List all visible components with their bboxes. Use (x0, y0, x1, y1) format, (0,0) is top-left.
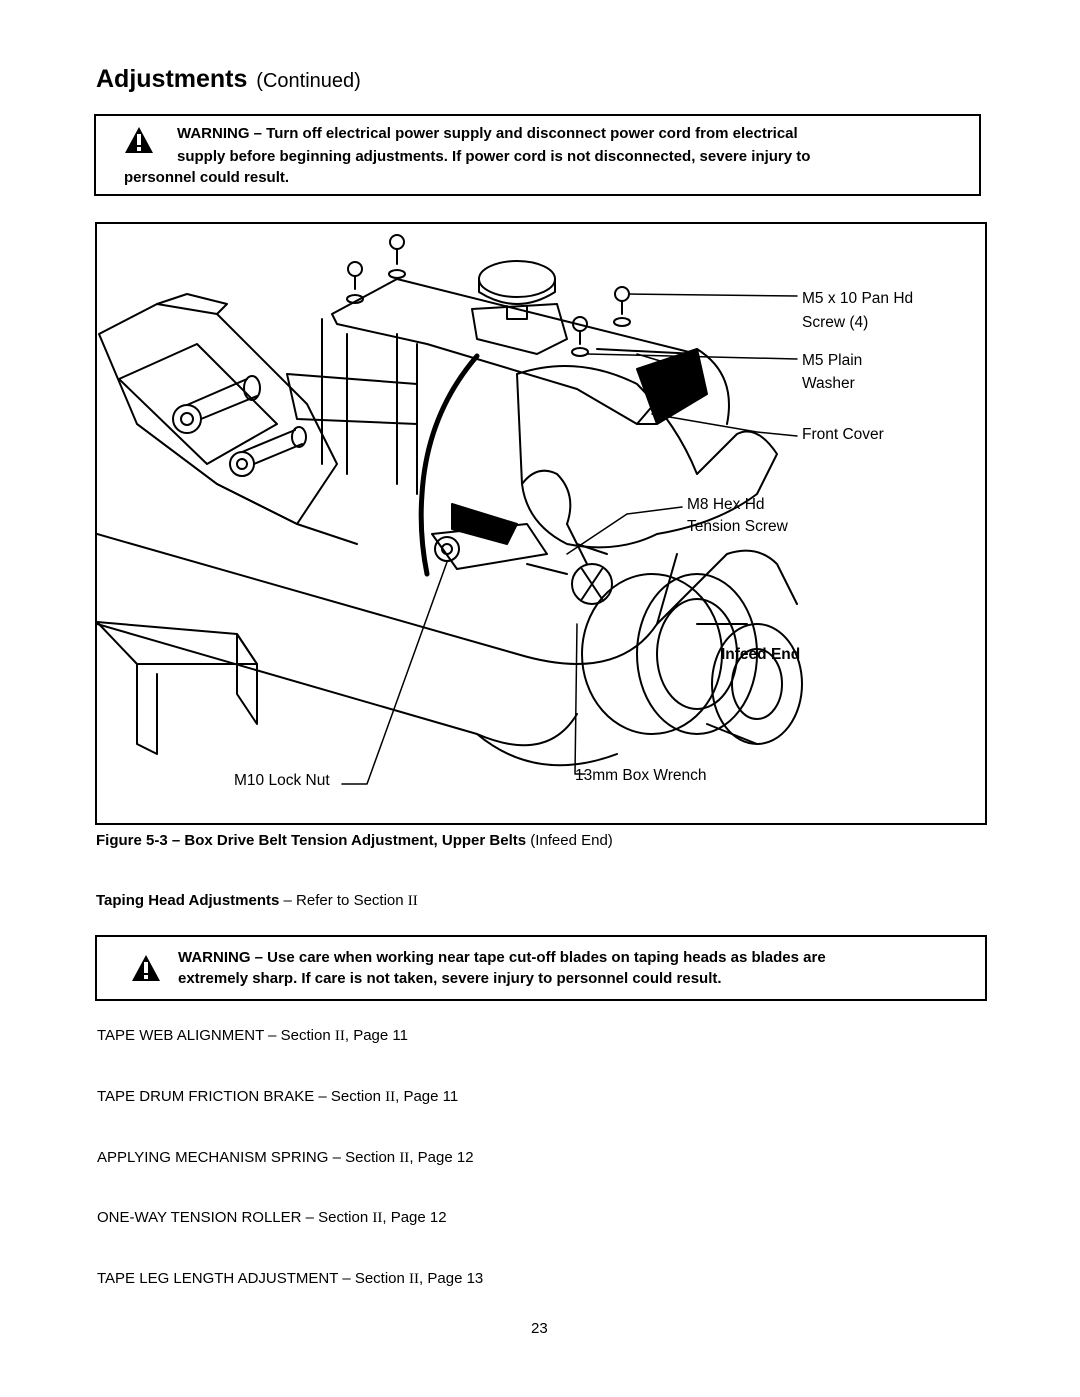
callout-front-cover: Front Cover (802, 426, 884, 443)
warning-2-line-1: WARNING – Use care when working near tap… (178, 949, 826, 966)
warning-box-power: WARNING – Turn off electrical power supp… (94, 114, 981, 196)
reference-item: TAPE WEB ALIGNMENT – Section II, Page 11 (97, 1027, 408, 1045)
reference-label: ONE-WAY TENSION ROLLER – Section (97, 1209, 369, 1226)
reference-item: TAPE LEG LENGTH ADJUSTMENT – Section II,… (97, 1270, 483, 1288)
callout-plain-washer-2: Washer (802, 375, 855, 392)
reference-page: , Page 13 (419, 1270, 484, 1287)
figure-caption: Figure 5-3 – Box Drive Belt Tension Adju… (96, 832, 613, 849)
warning-triangle-icon (125, 127, 153, 153)
reference-item: TAPE DRUM FRICTION BRAKE – Section II, P… (97, 1088, 458, 1106)
drive-belt (97, 533, 798, 767)
callout-box-wrench: 13mm Box Wrench (575, 767, 707, 784)
reference-page: , Page 11 (395, 1088, 459, 1105)
callout-pan-hd-screw-qty: Screw (4) (802, 314, 869, 331)
reference-page: , Page 12 (382, 1209, 447, 1226)
reference-label: TAPE LEG LENGTH ADJUSTMENT – Section (97, 1270, 405, 1287)
reference-roman: II (385, 1089, 396, 1105)
hand-with-wrench (516, 365, 778, 565)
front-cover-plate (331, 278, 698, 425)
warning-triangle-icon (132, 955, 160, 981)
reference-label: TAPE DRUM FRICTION BRAKE – Section (97, 1088, 381, 1105)
reference-roman: II (399, 1150, 410, 1166)
caption-normal: (Infeed End) (530, 832, 613, 849)
reference-page: , Page 11 (344, 1027, 408, 1044)
reference-page: , Page 12 (409, 1149, 474, 1166)
callout-infeed-end: Infeed End (721, 646, 801, 663)
callout-tension-screw: Tension Screw (687, 518, 788, 535)
warning-1-line-3: personnel could result. (124, 169, 290, 186)
taping-head-heading: Taping Head Adjustments – Refer to Secti… (96, 892, 418, 910)
reference-label: TAPE WEB ALIGNMENT – Section (97, 1027, 331, 1044)
reference-label: APPLYING MECHANISM SPRING – Section (97, 1149, 396, 1166)
reference-roman: II (334, 1028, 345, 1044)
callout-hex-hd: M8 Hex Hd (687, 496, 765, 513)
reference-item: ONE-WAY TENSION ROLLER – Section II, Pag… (97, 1209, 447, 1227)
title-sub: (Continued) (256, 70, 361, 92)
callout-pan-hd-screw: M5 x 10 Pan Hd (802, 290, 914, 307)
reference-item: APPLYING MECHANISM SPRING – Section II, … (97, 1149, 474, 1167)
warning-2-line-2: extremely sharp. If care is not taken, s… (178, 970, 722, 987)
warning-1-line-1: WARNING – Turn off electrical power supp… (177, 125, 798, 142)
infeed-roller (696, 623, 803, 745)
idle-rollers (172, 375, 307, 477)
reference-roman: II (409, 1271, 420, 1287)
title-main: Adjustments (96, 65, 248, 93)
reference-roman: II (372, 1210, 383, 1226)
conveyor-illustration (97, 234, 803, 785)
page-number: 23 (531, 1320, 548, 1337)
caption-bold: Figure 5-3 – Box Drive Belt Tension Adju… (96, 832, 527, 849)
callout-lock-nut: M10 Lock Nut (234, 772, 330, 789)
page-title: Adjustments (Continued) (96, 58, 361, 95)
warning-1-line-2: supply before beginning adjustments. If … (177, 148, 811, 165)
pan-head-screws (346, 234, 631, 357)
tension-mechanism (431, 503, 613, 605)
figure-belt-tension: M5 x 10 Pan Hd Screw (4) M5 Plain Washer… (95, 222, 987, 825)
callout-plain-washer: M5 Plain (802, 352, 863, 369)
leader-lines (341, 293, 798, 785)
taping-head-normal: – Refer to Section (283, 892, 404, 909)
warning-box-blades: WARNING – Use care when working near tap… (95, 935, 987, 1001)
tension-knob (471, 260, 568, 355)
taping-head-bold: Taping Head Adjustments (96, 892, 280, 909)
taping-head-roman: II (407, 893, 418, 909)
